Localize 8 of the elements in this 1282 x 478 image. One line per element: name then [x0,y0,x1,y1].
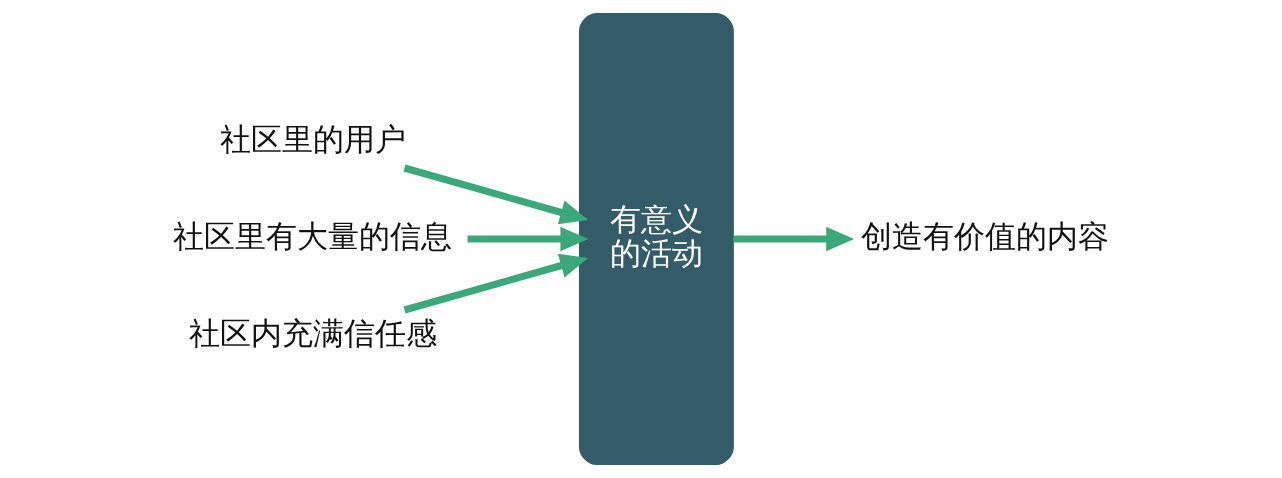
arrow [403,253,588,314]
arrow [403,164,588,225]
node-text: 社区内充满信任感 [188,314,437,351]
node-text: 社区里的用户 [219,121,406,158]
node-box: 有意义的活动 [578,13,734,465]
node-text: 创造有价值的内容 [860,217,1109,254]
arrow [732,226,854,252]
node-text: 社区里有大量的信息 [172,217,452,254]
